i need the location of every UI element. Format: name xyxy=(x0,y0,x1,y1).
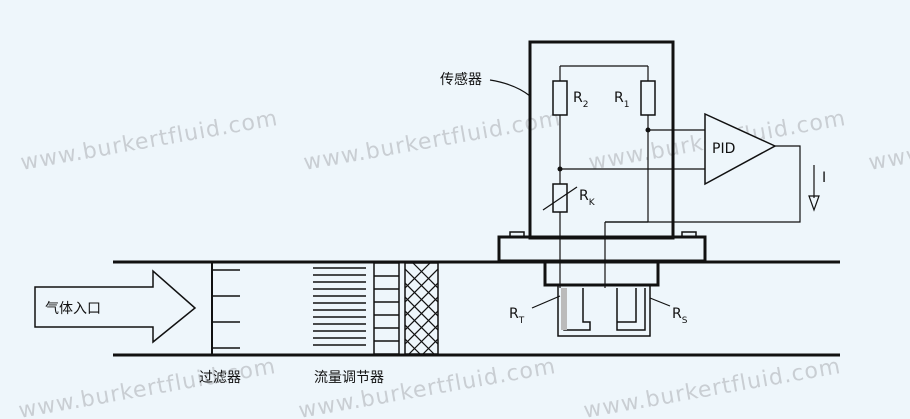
rt-label: RT xyxy=(509,306,525,326)
resistor-r1 xyxy=(640,80,656,116)
filter xyxy=(211,262,240,355)
flow-conditioner-grid xyxy=(373,262,400,355)
pid-amplifier xyxy=(704,112,777,186)
current-label: I xyxy=(822,170,826,186)
junction-node xyxy=(557,166,563,172)
rt-element xyxy=(563,288,591,331)
rk-label: RK xyxy=(579,188,596,208)
flange-lug-left xyxy=(509,231,525,238)
watermark: www.burkertfluid.com xyxy=(302,106,563,176)
rt-leader xyxy=(531,295,561,309)
r1-label: R1 xyxy=(614,90,629,110)
watermark: www.burkertfluid.com xyxy=(582,354,843,419)
rs-leader xyxy=(649,297,671,307)
probe-pocket xyxy=(557,285,651,337)
flow-conditioner-label: 流量调节器 xyxy=(314,370,384,386)
rt-element-fill xyxy=(561,288,567,330)
flow-conditioner-slats xyxy=(313,267,366,346)
sensor-label: 传感器 xyxy=(440,71,482,88)
r2-label: R2 xyxy=(573,90,588,110)
rs-label: RS xyxy=(672,306,688,326)
filter-label: 过滤器 xyxy=(199,370,241,386)
mounting-flange xyxy=(497,235,707,263)
resistor-r2 xyxy=(552,80,568,116)
flow-conditioner-mesh xyxy=(404,262,439,355)
rk-variable-arrow xyxy=(542,186,578,211)
flange-lug-right xyxy=(681,231,697,238)
rs-element xyxy=(616,288,646,331)
bridge-wiring xyxy=(559,65,801,288)
watermark: www.burkertfluid.com xyxy=(17,354,278,419)
watermark: www.burkertfluid.com xyxy=(297,354,558,419)
junction-node xyxy=(645,127,651,133)
watermark: www.burkertfluid.com xyxy=(19,106,280,176)
probe-body xyxy=(543,260,660,287)
gas-inlet-label: 气体入口 xyxy=(45,301,101,317)
gas-inlet-arrow xyxy=(34,269,197,344)
watermark: www.burkertfluid.com xyxy=(867,106,910,176)
sensor-leader-line xyxy=(489,79,531,97)
current-arrow-head xyxy=(808,195,820,212)
pid-label: PID xyxy=(712,141,735,157)
